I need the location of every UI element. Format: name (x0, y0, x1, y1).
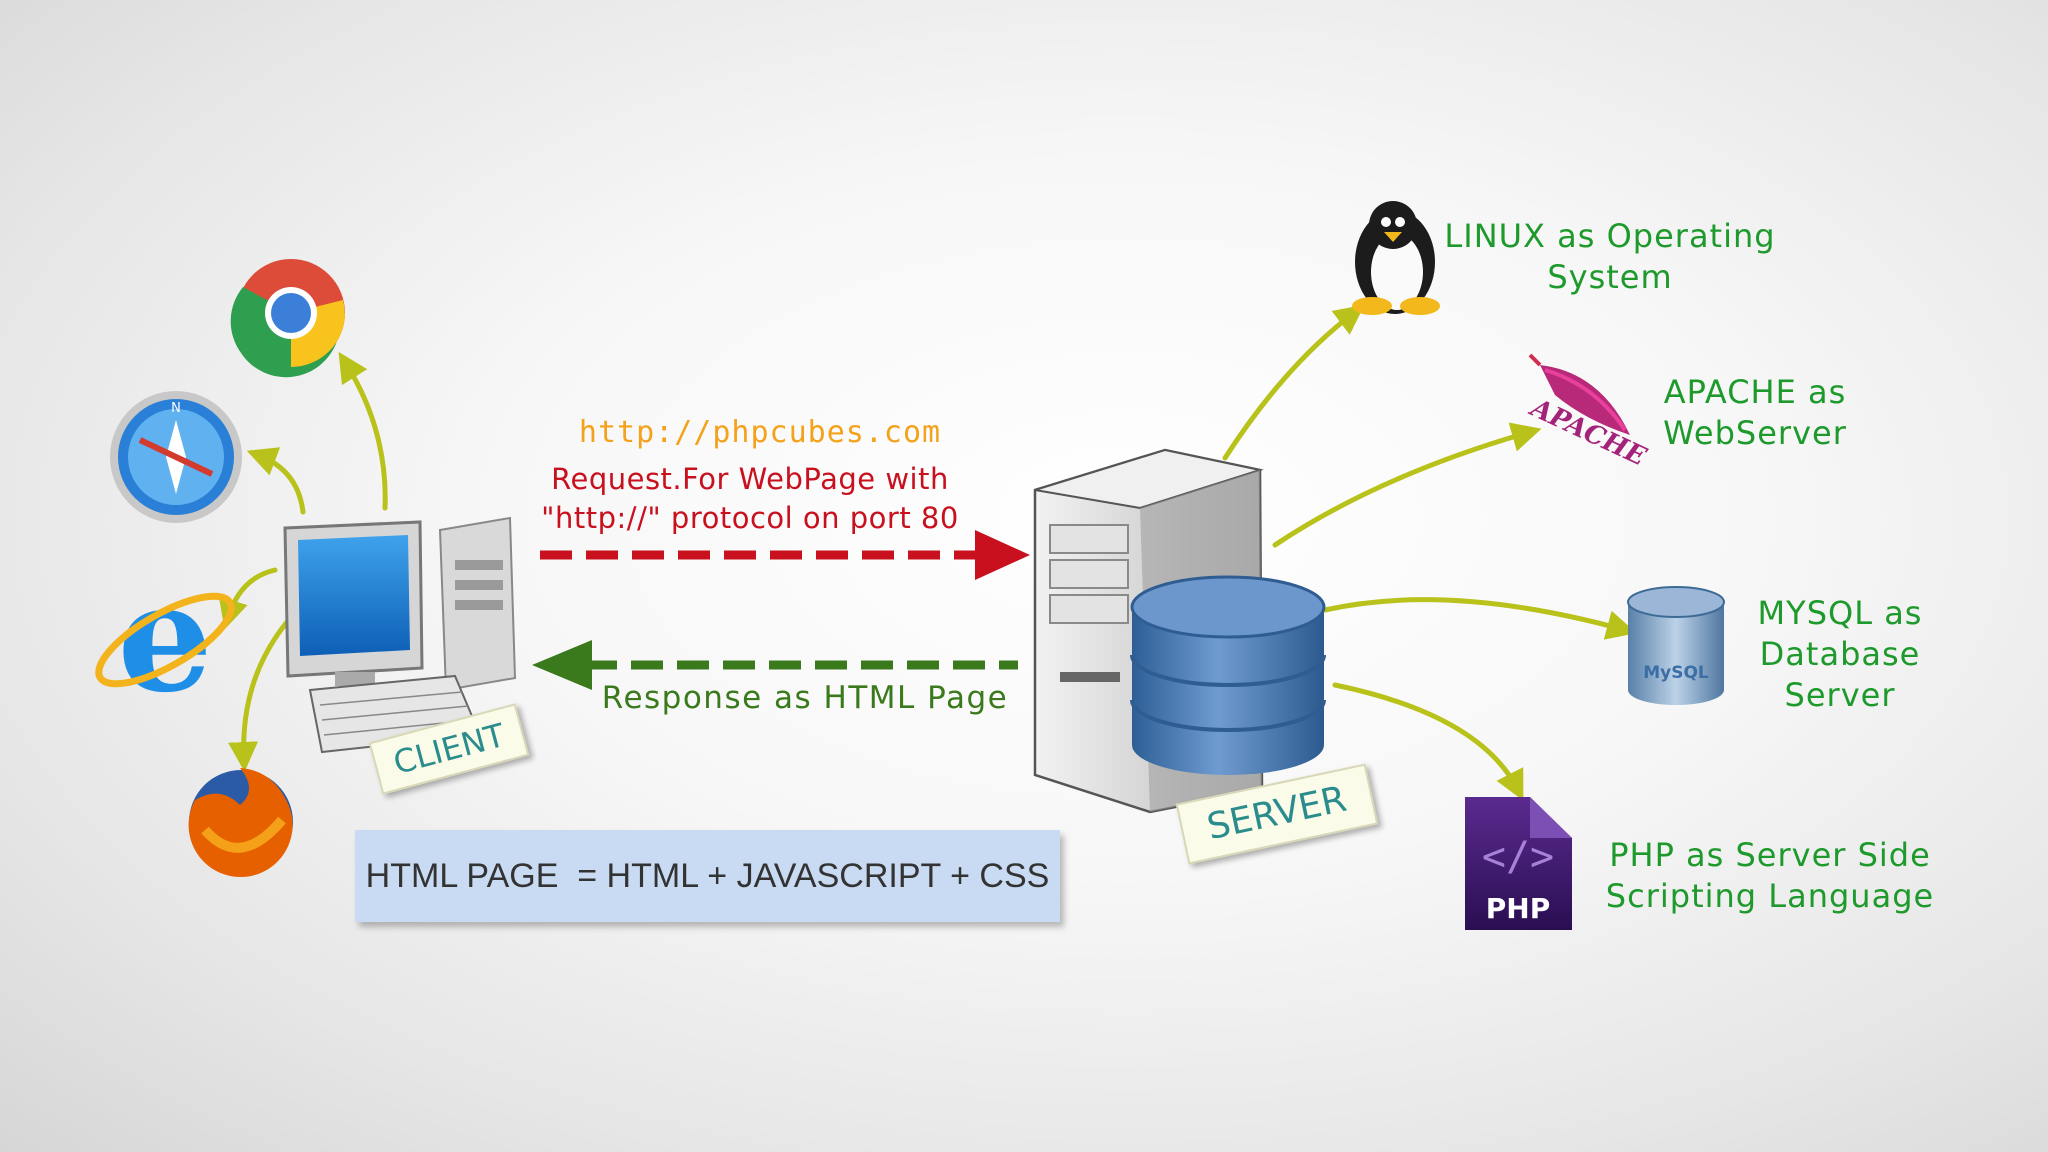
mysql-label-line-2: Database (1759, 635, 1921, 673)
mysql-label-line-3: Server (1784, 676, 1896, 714)
apache-label-line-2: WebServer (1663, 414, 1847, 452)
database-icon (1130, 575, 1326, 775)
arrow-to-php (1332, 682, 1524, 801)
apache-label-line-1: APACHE as (1663, 373, 1847, 411)
request-url: http://phpcubes.com (578, 415, 942, 450)
mysql-label: MYSQL as Database Server (1740, 593, 1940, 716)
arrow-to-chrome (338, 351, 388, 511)
php-logo-text: PHP (1486, 892, 1550, 925)
svg-text:N: N (171, 401, 181, 416)
apache-label: APACHE as WebServer (1640, 372, 1870, 454)
internet-explorer-icon: e (95, 550, 235, 726)
request-label: Request.For WebPage with "http://" proto… (520, 460, 980, 538)
linux-label: LINUX as Operating System (1440, 216, 1780, 298)
linux-tux-icon (1352, 201, 1440, 315)
php-label-line-1: PHP as Server Side (1609, 836, 1931, 874)
mysql-label-line-1: MYSQL as (1757, 594, 1923, 632)
linux-label-line-2: System (1547, 258, 1673, 296)
arrow-to-linux (1222, 304, 1365, 461)
arrow-to-firefox (228, 619, 290, 772)
request-line-2: "http://" protocol on port 80 (541, 501, 959, 535)
arrow-to-mysql (1322, 597, 1637, 640)
php-label-line-2: Scripting Language (1605, 877, 1935, 915)
chrome-icon (230, 259, 345, 378)
mysql-logo-text: MySQL (1643, 663, 1709, 683)
response-arrow (532, 640, 1018, 690)
request-line-1: Request.For WebPage with (551, 462, 949, 496)
response-label: Response as HTML Page (601, 680, 1009, 716)
arrow-to-ie (218, 567, 278, 630)
svg-text:</>: </> (1482, 834, 1554, 880)
php-file-icon: </> PHP (1465, 797, 1572, 930)
php-label: PHP as Server Side Scripting Language (1600, 835, 1940, 917)
request-arrow (540, 530, 1030, 580)
apache-feather-icon: APACHE (1524, 353, 1652, 473)
linux-label-line-1: LINUX as Operating (1444, 217, 1776, 255)
html-page-formula: HTML PAGE = HTML + JAVASCRIPT + CSS (355, 830, 1060, 922)
arrow-to-safari (246, 447, 306, 515)
svg-text:e: e (117, 550, 212, 726)
safari-icon: N (110, 391, 242, 523)
firefox-icon (188, 768, 293, 878)
arrow-to-apache (1272, 422, 1542, 548)
mysql-cylinder-icon: MySQL (1627, 586, 1725, 705)
